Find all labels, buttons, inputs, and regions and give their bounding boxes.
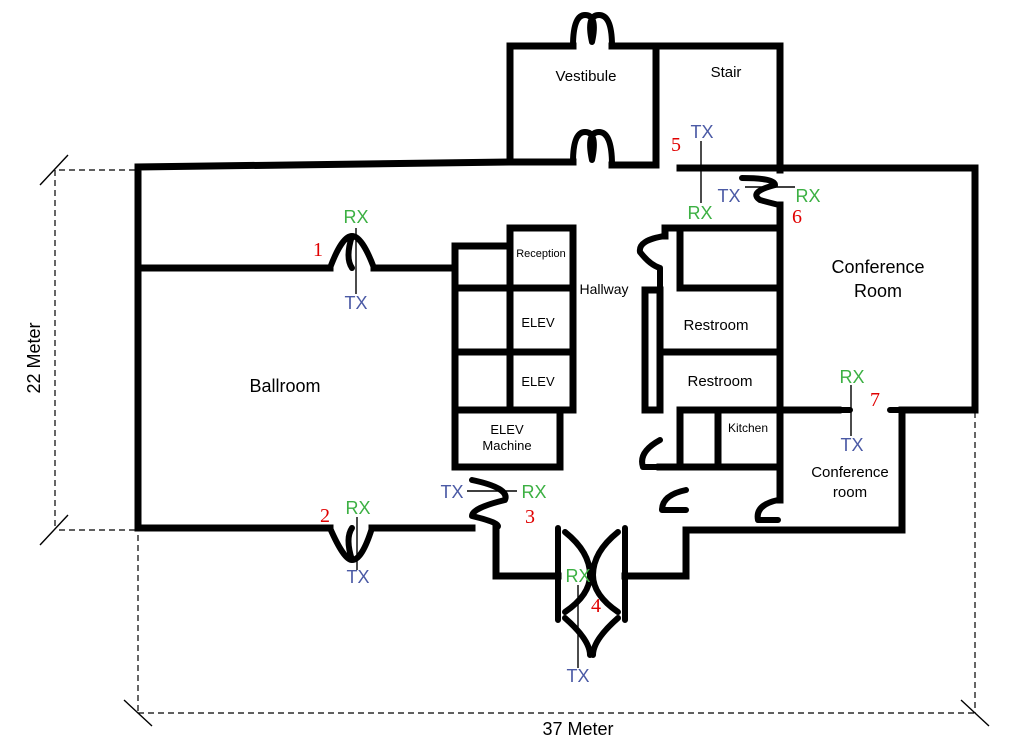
- room-elev-machine-line1: ELEV: [490, 422, 524, 437]
- room-elev-2: ELEV: [521, 374, 555, 389]
- tx-label: TX: [690, 122, 713, 142]
- measurement-point-4: RX TX 4: [565, 566, 601, 686]
- tx-label: TX: [840, 435, 863, 455]
- doors: [327, 12, 905, 658]
- tx-label: TX: [440, 482, 463, 502]
- point-number: 2: [320, 505, 330, 527]
- room-ballroom: Ballroom: [249, 376, 320, 396]
- room-vestibule: Vestibule: [556, 68, 617, 85]
- walls: [134, 42, 979, 580]
- measurement-point-5: TX RX 5: [671, 122, 714, 223]
- rx-label: RX: [795, 186, 820, 206]
- point-number: 5: [671, 134, 681, 156]
- rx-label: RX: [521, 482, 546, 502]
- measurement-point-6: TX RX 6: [717, 186, 820, 228]
- tx-label: TX: [566, 666, 589, 686]
- tx-label: TX: [344, 293, 367, 313]
- point-number: 3: [525, 506, 535, 528]
- rx-label: RX: [839, 367, 864, 387]
- room-elev-1: ELEV: [521, 315, 555, 330]
- measurement-point-2: RX TX 2: [320, 498, 371, 587]
- room-restroom-2: Restroom: [687, 373, 752, 390]
- rx-label: RX: [687, 203, 712, 223]
- point-number: 1: [313, 239, 323, 261]
- room-conference-small-line1: Conference: [811, 464, 889, 481]
- room-labels: Vestibule Stair Reception Hallway ELEV E…: [249, 64, 924, 501]
- rx-label: RX: [343, 207, 368, 227]
- rx-label: RX: [345, 498, 370, 518]
- room-conference-small-line2: room: [833, 484, 867, 501]
- rx-label: RX: [565, 566, 590, 586]
- point-number: 6: [792, 206, 802, 228]
- room-conference-line2: Room: [854, 281, 902, 301]
- measurement-point-1: RX TX 1: [313, 207, 369, 313]
- measurement-points: RX TX 1 RX TX 2 TX RX 3 RX TX 4 TX RX 5: [313, 122, 880, 686]
- room-kitchen: Kitchen: [728, 421, 768, 435]
- measurement-point-3: TX RX 3: [440, 482, 546, 528]
- room-hallway: Hallway: [579, 281, 628, 297]
- room-restroom-1: Restroom: [683, 317, 748, 334]
- point-number: 7: [870, 389, 880, 411]
- point-number: 4: [591, 595, 601, 617]
- room-conference-line1: Conference: [831, 257, 924, 277]
- tx-label: TX: [346, 567, 369, 587]
- room-stair: Stair: [711, 64, 742, 81]
- room-reception: Reception: [516, 248, 566, 260]
- dimension-lines: [39, 154, 990, 727]
- dimension-height-label: 22 Meter: [24, 322, 44, 393]
- dimension-width-label: 37 Meter: [542, 719, 613, 739]
- tx-label: TX: [717, 186, 740, 206]
- measurement-point-7: RX TX 7: [839, 367, 880, 455]
- room-elev-machine-line2: Machine: [482, 438, 531, 453]
